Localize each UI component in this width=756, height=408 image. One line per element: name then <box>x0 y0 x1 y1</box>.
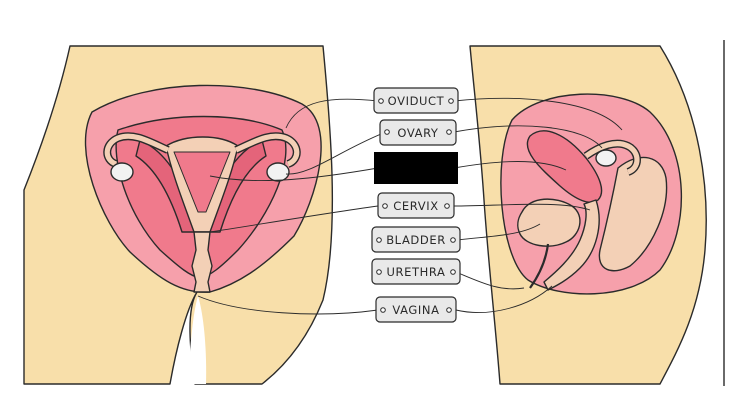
label-urethra-text: URETHRA <box>387 265 446 279</box>
label-ovary-text: OVARY <box>397 126 439 140</box>
connector-vagina-left <box>197 295 379 315</box>
connector-oviduct-left <box>285 98 379 129</box>
connector-vagina-right <box>455 285 553 313</box>
label-vagina: VAGINA <box>375 296 457 323</box>
label-vagina-text: VAGINA <box>392 303 439 317</box>
label-ovary: OVARY <box>379 119 457 146</box>
label-oviduct-text: OVIDUCT <box>388 94 445 108</box>
connector-lines <box>197 97 623 315</box>
oviduct-left-front-fill <box>104 133 170 167</box>
uterine-cavity <box>173 151 231 213</box>
connector-redacted-right <box>453 161 567 171</box>
connector-ovary-left <box>285 131 387 175</box>
side-view <box>469 45 707 385</box>
oviduct-side-fill <box>584 141 640 175</box>
rectum-side <box>598 156 668 272</box>
connector-cervix-right <box>453 203 591 211</box>
connector-redacted-left <box>209 167 379 182</box>
urethra-side <box>529 243 550 289</box>
ovary-right-front <box>266 162 290 182</box>
broad-ligament-left <box>135 139 197 233</box>
label-cervix-text: CERVIX <box>393 199 438 213</box>
redaction-box <box>374 152 458 184</box>
cervix-vagina-front <box>191 231 213 293</box>
label-oviduct: OVIDUCT <box>373 87 459 114</box>
leg-gap <box>188 296 207 384</box>
oviduct-right-front-fill <box>234 133 300 167</box>
connector-cervix-left <box>209 205 379 233</box>
connector-bladder-right <box>457 223 541 241</box>
label-redacted <box>374 152 458 184</box>
label-bladder-text: BLADDER <box>386 233 446 247</box>
label-cervix: CERVIX <box>377 192 455 219</box>
connector-oviduct-right <box>453 97 623 131</box>
ovary-side <box>595 149 617 167</box>
label-bladder: BLADDER <box>371 226 461 253</box>
uterus-side <box>526 130 603 204</box>
label-urethra: URETHRA <box>371 258 461 285</box>
ovary-left-front <box>110 162 134 182</box>
bladder-side <box>517 198 581 247</box>
connector-urethra-right <box>455 271 525 290</box>
front-view <box>23 45 334 385</box>
vagina-side <box>543 199 600 291</box>
connector-ovary-right <box>453 125 603 149</box>
